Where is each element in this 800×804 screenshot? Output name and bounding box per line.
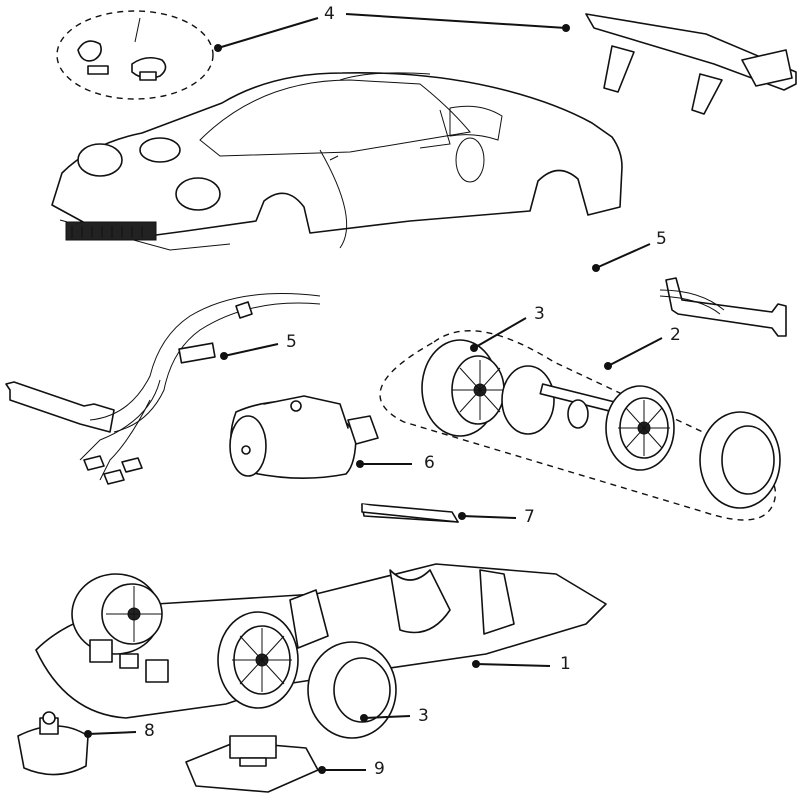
guide-blade	[17, 711, 89, 776]
rear-axle-assembly	[379, 330, 776, 521]
callout-1: 1	[560, 654, 571, 674]
loose-tyre	[307, 641, 397, 739]
callout-3-bot: 3	[418, 706, 429, 726]
rear-wing	[585, 13, 797, 115]
callout-2: 2	[670, 325, 681, 345]
car-body	[51, 71, 623, 251]
callout-lines	[84, 13, 663, 774]
magnet	[361, 503, 459, 523]
callout-8: 8	[144, 721, 155, 741]
callout-7: 7	[524, 507, 535, 527]
decoder-module	[185, 735, 319, 793]
callout-6: 6	[424, 453, 435, 473]
motor	[229, 395, 379, 479]
rear-bracket	[659, 277, 787, 337]
callout-4: 4	[324, 4, 335, 24]
callout-3-top: 3	[534, 304, 545, 324]
front-guide-bracket	[5, 381, 115, 433]
callout-9: 9	[374, 759, 385, 779]
callout-5-mid: 5	[286, 332, 297, 352]
rear-tyre	[699, 411, 781, 509]
chassis	[35, 563, 607, 719]
cable-harness	[79, 293, 321, 485]
callout-5-top: 5	[656, 229, 667, 249]
mirror-parts-group	[56, 10, 214, 100]
front-wheel	[217, 611, 299, 709]
